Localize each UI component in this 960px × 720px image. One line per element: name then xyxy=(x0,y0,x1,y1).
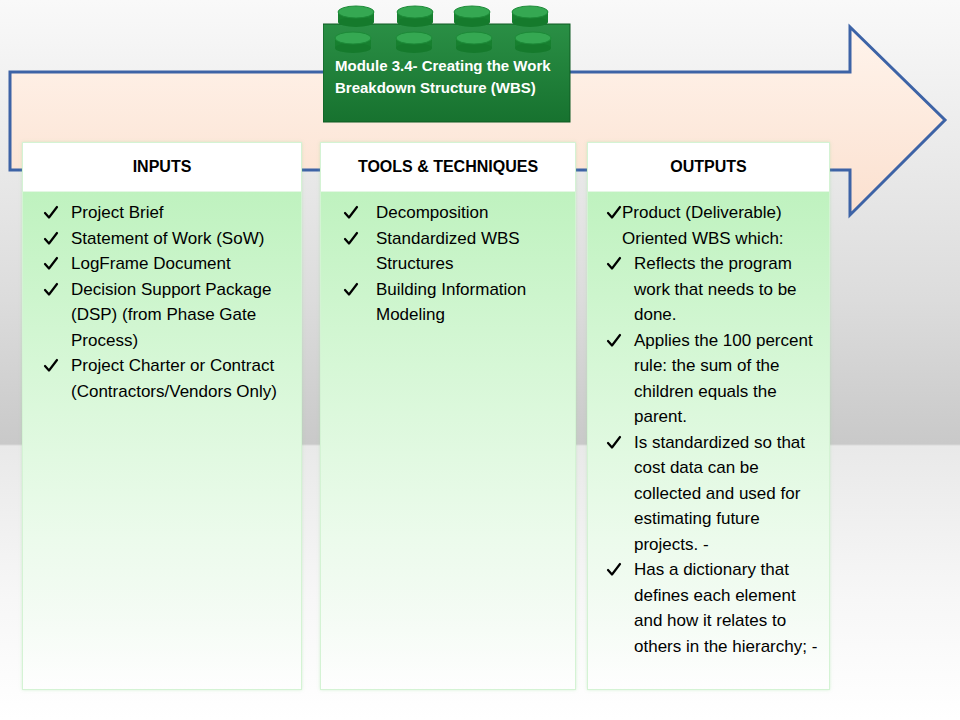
bullet-item: Decomposition xyxy=(321,200,575,226)
bullet-text: Project Brief xyxy=(71,203,164,222)
check-mark xyxy=(43,282,59,297)
heading-text: OUTPUTS xyxy=(670,158,746,176)
check-stroke xyxy=(345,233,357,244)
column-body: Project BriefStatement of Work (SoW) LogF… xyxy=(23,191,301,689)
check-mark xyxy=(606,562,622,577)
check-stroke xyxy=(345,207,357,218)
check-mark xyxy=(343,231,359,246)
check-mark xyxy=(343,205,359,220)
column-heading: OUTPUTS xyxy=(588,143,829,192)
bullet-text: Statement of Work (SoW) xyxy=(71,229,264,248)
phase-column: Project BriefStatement of Work (SoW) LogF… xyxy=(22,142,302,690)
column-heading: INPUTS xyxy=(23,143,301,192)
check-stroke xyxy=(345,284,357,295)
bullet-text: Is standardized so that cost data can be… xyxy=(634,433,805,554)
brick-stud-top xyxy=(397,6,433,18)
brick-stud-top xyxy=(396,32,432,44)
bullet-text: Reflects the program work that needs to … xyxy=(634,254,797,324)
module-title: Module 3.4- Creating the Work Breakdown … xyxy=(335,55,557,99)
check-stroke xyxy=(608,564,620,575)
column-body: Product (Deliverable) Oriented WBS which… xyxy=(588,191,829,689)
bullet-text: LogFrame Document xyxy=(71,254,231,273)
check-stroke xyxy=(608,335,620,346)
check-mark xyxy=(606,435,622,450)
heading-text: TOOLS & TECHNIQUES xyxy=(358,158,538,176)
bullet-item: Statement of Work (SoW) xyxy=(23,226,301,252)
check-stroke xyxy=(45,284,57,295)
bullet-item: LogFrame Document xyxy=(23,251,301,277)
brick-stud-top xyxy=(512,6,548,18)
check-stroke xyxy=(45,207,57,218)
check-stroke xyxy=(45,258,57,269)
bullet-text: Standardized WBS Structures xyxy=(376,229,520,274)
bullet-text: Decision Support Package (DSP) (from Pha… xyxy=(71,280,271,350)
bullet-text: Product (Deliverable) Oriented WBS which… xyxy=(622,203,784,248)
check-mark xyxy=(606,205,622,220)
brick-stud-top xyxy=(454,6,490,18)
check-mark xyxy=(606,333,622,348)
bullet-item: Project Brief xyxy=(23,200,301,226)
bullet-item: Applies the 100 percent rule: the sum of… xyxy=(588,328,829,430)
check-stroke xyxy=(45,233,57,244)
bullet-text: Building Information Modeling xyxy=(376,280,526,325)
check-mark xyxy=(606,256,622,271)
bullet-text: Has a dictionary that defines each eleme… xyxy=(634,560,817,656)
bullet-item: Product (Deliverable) Oriented WBS which… xyxy=(588,200,829,251)
check-mark xyxy=(43,256,59,271)
check-stroke xyxy=(45,360,57,371)
bullet-item: Reflects the program work that needs to … xyxy=(588,251,829,328)
heading-text: INPUTS xyxy=(133,158,192,176)
bullet-item: Building Information Modeling xyxy=(321,277,575,328)
phase-column: Product (Deliverable) Oriented WBS which… xyxy=(587,142,830,690)
check-stroke xyxy=(608,437,620,448)
phase-column: DecompositionStandardized WBS Structures… xyxy=(320,142,576,690)
column-body: DecompositionStandardized WBS Structures… xyxy=(321,191,575,689)
bullet-item: Decision Support Package (DSP) (from Pha… xyxy=(23,277,301,354)
bullet-item: Has a dictionary that defines each eleme… xyxy=(588,557,829,659)
bullet-item: Standardized WBS Structures xyxy=(321,226,575,277)
brick-stud-top xyxy=(456,32,492,44)
brick-body xyxy=(323,24,570,122)
check-stroke xyxy=(608,258,620,269)
column-heading: TOOLS & TECHNIQUES xyxy=(321,143,575,192)
bullet-item: Project Charter or Contract (Contractors… xyxy=(23,353,301,404)
check-mark xyxy=(43,231,59,246)
bullet-text: Project Charter or Contract (Contractors… xyxy=(71,356,277,401)
brick-stud-top xyxy=(338,6,374,18)
bullet-item: Is standardized so that cost data can be… xyxy=(588,430,829,558)
module-brick: Module 3.4- Creating the Work Breakdown … xyxy=(323,0,573,124)
bullet-text: Decomposition xyxy=(376,203,488,222)
brick-stud-top xyxy=(515,32,551,44)
check-mark xyxy=(43,358,59,373)
check-mark xyxy=(343,282,359,297)
check-mark xyxy=(43,205,59,220)
bullet-text: Applies the 100 percent rule: the sum of… xyxy=(634,331,813,427)
check-stroke xyxy=(608,207,620,218)
brick-stud-top xyxy=(335,32,371,44)
